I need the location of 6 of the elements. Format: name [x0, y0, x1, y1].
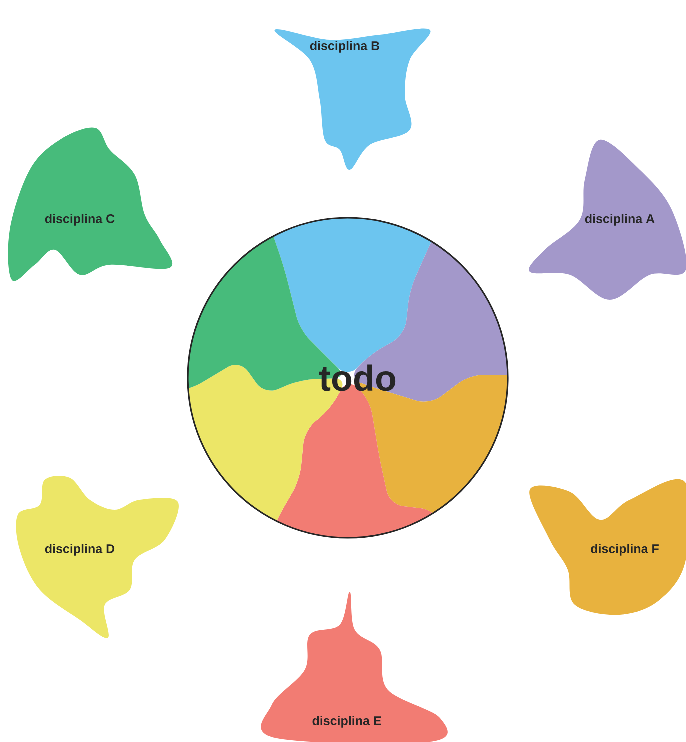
puzzle-piece: disciplina C: [8, 128, 173, 282]
puzzle-piece: disciplina F: [530, 479, 686, 616]
puzzle-piece: disciplina B: [274, 28, 431, 170]
puzzle-piece: disciplina A: [529, 140, 686, 300]
puzzle-piece: disciplina D: [16, 476, 179, 638]
puzzle-piece: disciplina E: [261, 592, 448, 742]
